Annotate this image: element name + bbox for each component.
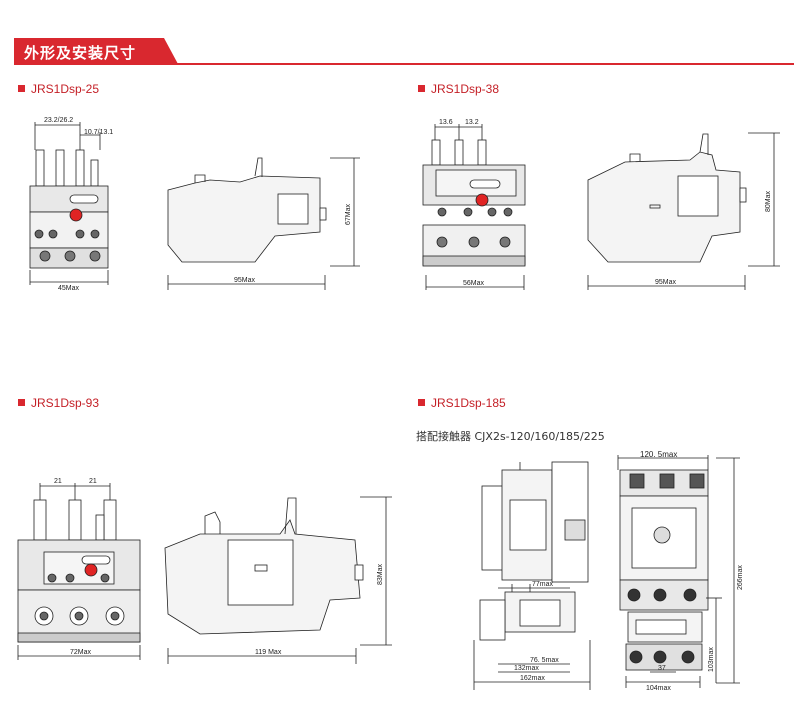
relay-38-side-view <box>587 132 780 290</box>
model-label-25: JRS1Dsp-25 <box>18 82 99 96</box>
page-title: 外形及安装尺寸 <box>24 44 137 62</box>
relay-93-side-view <box>164 496 392 664</box>
dim-185-d1: 77max <box>532 581 554 588</box>
dim-185-d7: 103max <box>708 647 715 672</box>
dim-185-d5: 120. 5max <box>640 450 677 459</box>
dim-38-top2: 13.2 <box>465 119 479 126</box>
relay-25-side-view <box>167 157 360 290</box>
dim-93-top2: 21 <box>89 478 97 485</box>
dim-185-d4: 162max <box>520 675 545 682</box>
title-rule <box>14 63 794 65</box>
dim-93-height: 83Max <box>377 563 384 585</box>
dim-93-length: 119 Max <box>255 649 282 656</box>
header-banner <box>14 38 178 64</box>
relay-25-front-view <box>29 122 109 285</box>
dim-25-top2: 10.7/13.1 <box>84 129 113 136</box>
dim-38-height: 80Max <box>765 190 772 212</box>
dim-185-d2: 76. 5max <box>530 657 559 664</box>
dim-38-top: 13.6 <box>439 119 453 126</box>
dim-25-top: 23.2/26.2 <box>44 117 73 124</box>
dim-185-d8: 104max <box>646 685 671 692</box>
dim-25-width: 45Max <box>58 285 80 292</box>
dim-38-length: 95Max <box>655 279 677 286</box>
relay-38-front-view <box>422 124 526 290</box>
dim-38-width: 56Max <box>463 280 485 287</box>
relay-93-front-view <box>17 483 141 660</box>
model-label-185: JRS1Dsp-185 <box>418 396 506 410</box>
dim-93-width: 72Max <box>70 649 92 656</box>
dim-185-d3: 132max <box>514 665 539 672</box>
dim-185-d6: 266max <box>737 565 744 590</box>
relay-185-front-view <box>617 455 740 688</box>
model-label-93: JRS1Dsp-93 <box>18 396 99 410</box>
dim-25-length: 95Max <box>234 277 256 284</box>
dim-185-d9: 37 <box>658 665 666 672</box>
bullet-square-icon <box>418 399 425 406</box>
model-label-38: JRS1Dsp-38 <box>418 82 499 96</box>
bullet-square-icon <box>418 85 425 92</box>
bullet-square-icon <box>18 85 25 92</box>
dim-25-height: 67Max <box>345 203 352 225</box>
bullet-square-icon <box>18 399 25 406</box>
contactor-note: 搭配接触器 CJX2s-120/160/185/225 <box>416 430 605 443</box>
dim-93-top: 21 <box>54 478 62 485</box>
relay-185-side-view <box>473 461 591 690</box>
